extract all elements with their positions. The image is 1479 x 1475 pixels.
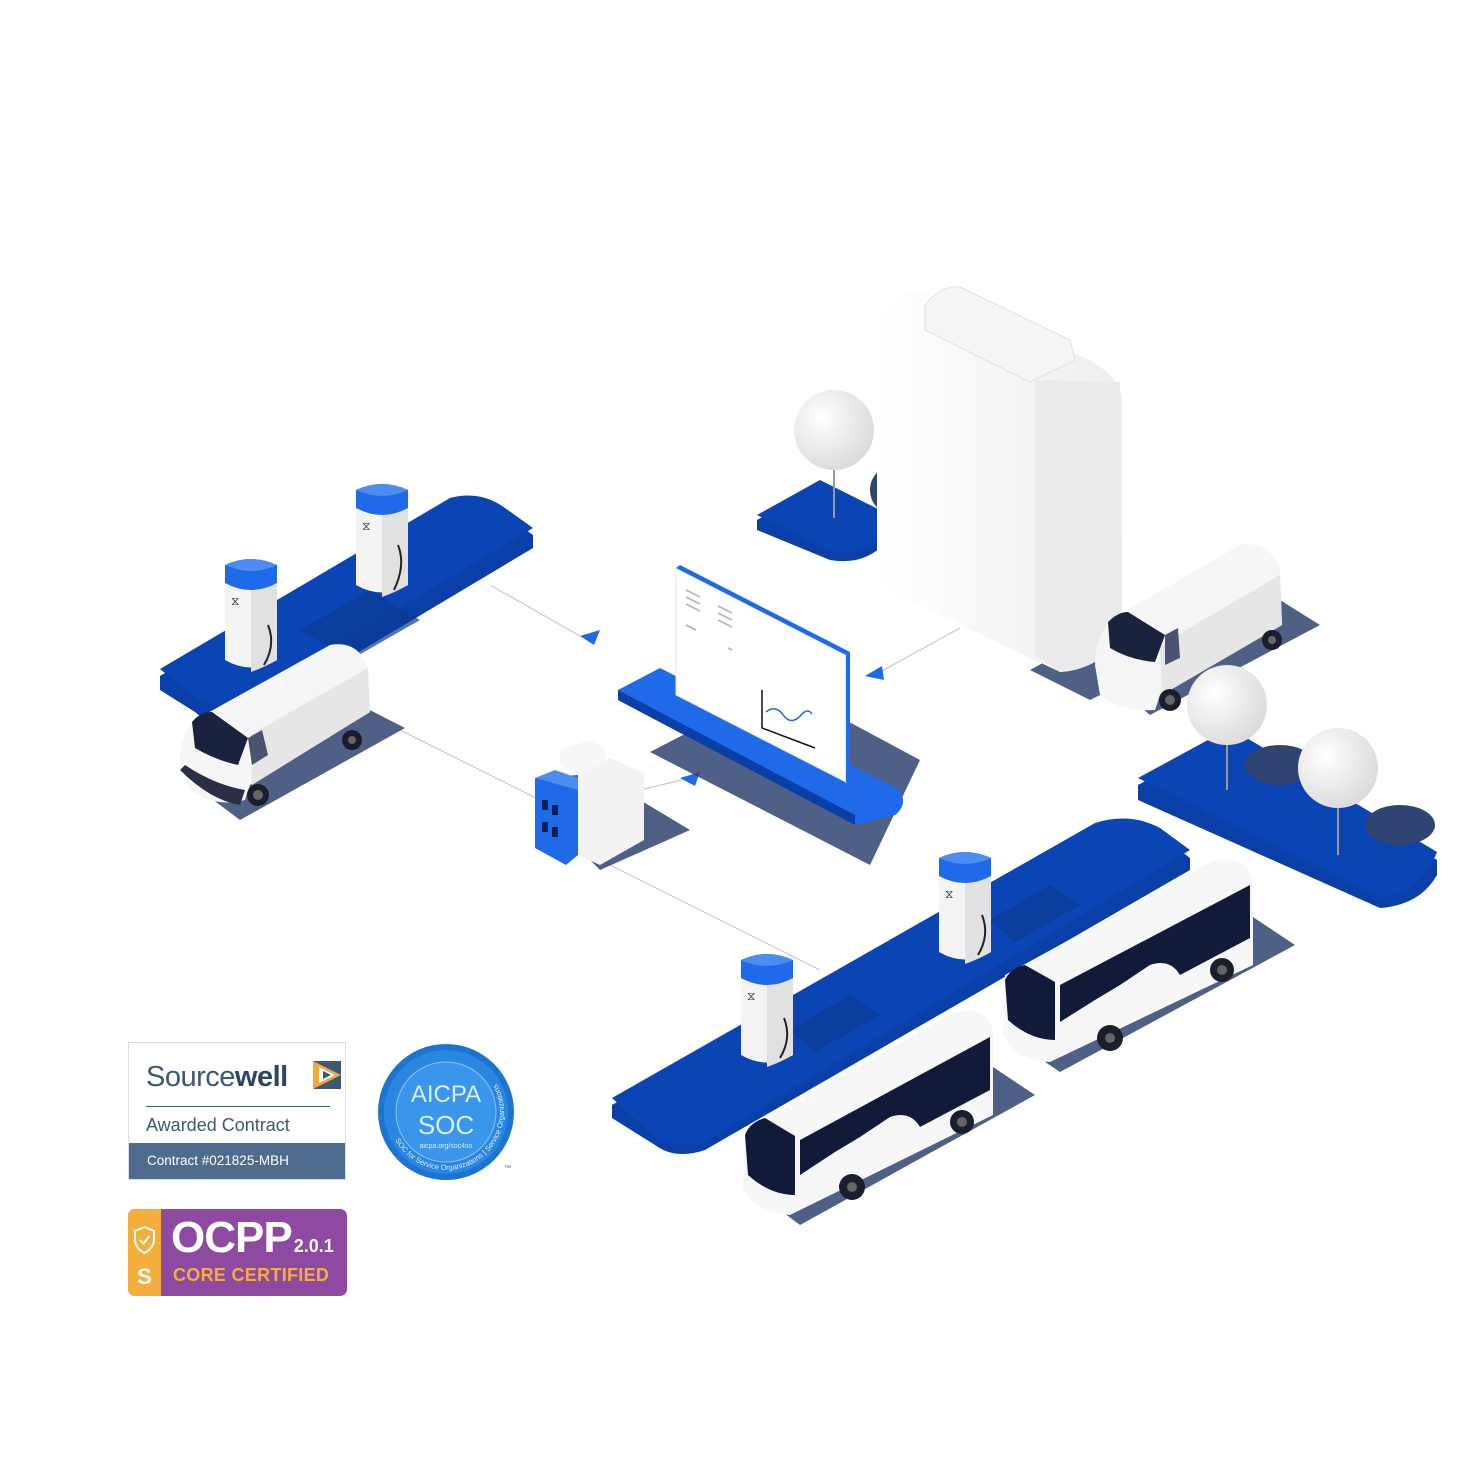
- charger-icon: ⧖: [356, 484, 408, 597]
- van-icon: [1095, 544, 1320, 715]
- ocpp-strip: S: [128, 1209, 161, 1296]
- charger-icon: ⧖: [939, 852, 991, 964]
- battery-icon: [535, 740, 690, 870]
- ocpp-strip-letter: S: [137, 1264, 152, 1289]
- dashboard-pad: [618, 668, 920, 865]
- building-icon: [877, 286, 1200, 700]
- aicpa-soc-badge: AICPA SOC aicpa.org/soc4so SOC for Servi…: [378, 1044, 514, 1180]
- bus-icon: [1003, 859, 1295, 1072]
- dashboard-icon: [675, 565, 850, 783]
- van-icon: [180, 644, 405, 820]
- tree-icon: [1298, 728, 1378, 855]
- aicpa-line1: AICPA: [411, 1081, 481, 1108]
- connector-lines: [399, 584, 961, 971]
- sourcewell-wordmark: Sourcewell: [146, 1061, 288, 1093]
- arrow-icon: [580, 630, 884, 786]
- sourcewell-badge: Sourcewell Awarded Contract Contract #02…: [128, 1042, 346, 1180]
- aicpa-line2: SOC: [418, 1110, 474, 1140]
- aicpa-url: aicpa.org/soc4so: [420, 1143, 473, 1150]
- charger-icon: ⧖: [741, 954, 793, 1067]
- sourcewell-divider: [146, 1106, 330, 1107]
- sourcewell-awarded-text: Awarded Contract: [146, 1115, 290, 1135]
- tree-icon: [1187, 665, 1267, 790]
- charger-icon: ⧖: [225, 559, 277, 672]
- sourcewell-logo-icon: [313, 1061, 341, 1089]
- bus-icon: [743, 1010, 1035, 1225]
- svg-text:⧖: ⧖: [362, 519, 370, 533]
- sourcewell-contract-number: Contract #021825-MBH: [129, 1143, 345, 1179]
- aicpa-trademark: ™: [504, 1165, 511, 1172]
- shield-check-icon: [134, 1225, 155, 1255]
- svg-text:⧖: ⧖: [945, 887, 953, 901]
- ocpp-subtitle: CORE CERTIFIED: [173, 1265, 330, 1285]
- svg-text:⧖: ⧖: [747, 989, 755, 1003]
- tree-icon: [794, 390, 874, 518]
- svg-text:⧖: ⧖: [231, 594, 239, 608]
- tree-pad-right: [1138, 728, 1437, 908]
- charging-pad-bottom: [612, 818, 1190, 1154]
